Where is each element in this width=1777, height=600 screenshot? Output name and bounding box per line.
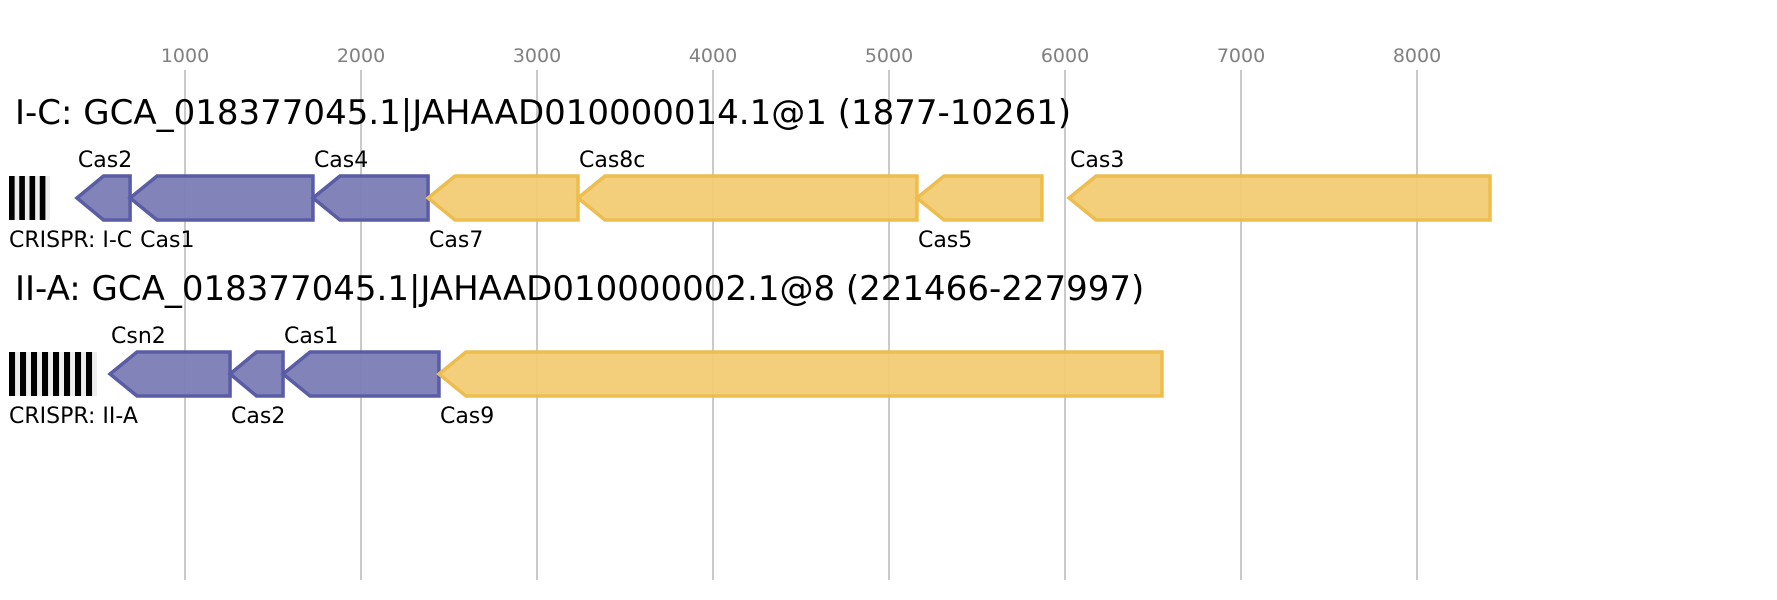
crispr-repeat <box>31 352 38 396</box>
gene-arrow-cas9 <box>436 350 1164 398</box>
gene-arrow-cas2 <box>74 174 132 222</box>
crispr-repeat <box>29 176 36 220</box>
gene-arrow-cas5 <box>914 174 1044 222</box>
crispr-repeat <box>53 352 60 396</box>
tick-label: 8000 <box>1393 45 1441 67</box>
crispr-repeat <box>39 176 46 220</box>
gene-label: Cas1 <box>140 228 194 253</box>
gene-arrow-cas2 <box>227 350 285 398</box>
crispr-repeat <box>42 352 49 396</box>
crispr-repeat <box>20 352 27 396</box>
crispr-repeat <box>19 176 25 220</box>
gene-arrow-cas1 <box>127 174 315 222</box>
gene-label: Cas2 <box>78 148 132 173</box>
tick-label: 5000 <box>865 45 913 67</box>
gene-label: Cas5 <box>918 228 972 253</box>
locus-title: II-A: GCA_018377045.1|JAHAAD010000002.1@… <box>15 269 1144 309</box>
tick-label: 2000 <box>337 45 385 67</box>
gene-arrow-cas7 <box>425 174 580 222</box>
crispr-repeat <box>86 352 93 396</box>
crispr-repeat <box>64 352 71 396</box>
gene-label: Csn2 <box>111 324 166 349</box>
tick-label: 4000 <box>689 45 737 67</box>
gene-label: Cas1 <box>284 324 338 349</box>
crispr-label: CRISPR: II-A <box>9 404 138 429</box>
crispr-label: CRISPR: I-C <box>9 228 132 253</box>
locus-title: I-C: GCA_018377045.1|JAHAAD010000014.1@1… <box>15 93 1071 133</box>
tick-label: 3000 <box>513 45 561 67</box>
gene-label: Cas2 <box>231 404 285 429</box>
gene-arrow-cas3 <box>1066 174 1492 222</box>
gene-arrow-cas1 <box>280 350 441 398</box>
gene-arrow-csn2 <box>107 350 232 398</box>
gene-label: Cas8c <box>579 148 645 173</box>
gene-arrow-cas8c <box>575 174 919 222</box>
crispr-repeat <box>9 352 16 396</box>
tick-label: 7000 <box>1217 45 1265 67</box>
tick-label: 1000 <box>161 45 209 67</box>
crispr-repeat <box>75 352 82 396</box>
gene-label: Cas9 <box>440 404 494 429</box>
gene-label: Cas7 <box>429 228 483 253</box>
crispr-repeat <box>9 176 15 220</box>
gene-arrow-cas4 <box>310 174 430 222</box>
tick-label: 6000 <box>1041 45 1089 67</box>
gene-label: Cas4 <box>314 148 368 173</box>
gene-label: Cas3 <box>1070 148 1124 173</box>
